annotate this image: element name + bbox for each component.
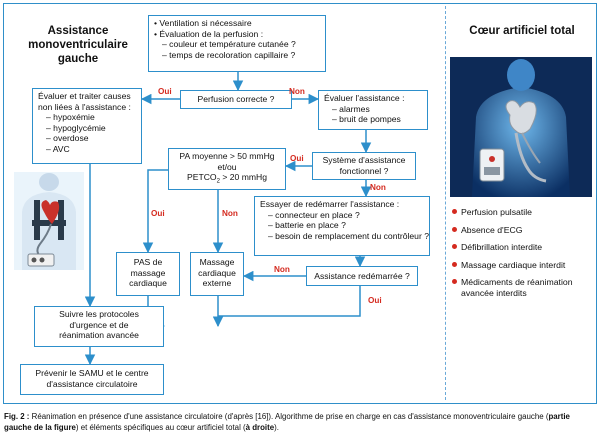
restart-item: – connecteur en place ?: [268, 209, 360, 220]
pam-line-2: et/ou: [217, 161, 237, 172]
external-line-2: cardiaque: [198, 267, 236, 278]
artificial-heart-features: Perfusion pulsatile Absence d'ECG Défibr…: [452, 207, 592, 306]
notify-samu-box: Prévenir le SAMU et le centre d'assistan…: [20, 364, 164, 395]
right-panel-title: Cœur artificiel total: [469, 25, 575, 37]
artificial-heart-illustration: [450, 57, 592, 197]
feature-item: Médicaments de réanimation avancée inter…: [452, 277, 592, 298]
pam-line-1: PA moyenne > 50 mmHg: [179, 151, 275, 161]
figure-frame: [3, 3, 597, 404]
system-line-2: fonctionnel ?: [339, 165, 389, 176]
blood-pressure-box: PA moyenne > 50 mmHg et/ou PETCO2 > 20 m…: [168, 148, 286, 190]
cause-item: – overdose: [46, 133, 89, 144]
caption-bold-2: à droite: [245, 423, 275, 432]
no-massage-line-2: massage: [130, 267, 166, 278]
label-non-system: Non: [370, 183, 386, 192]
flowchart-connectors: [84, 72, 372, 366]
causes-line-1: Évaluer et traiter causes: [38, 91, 131, 101]
restarted-text: Assistance redémarrée ?: [314, 271, 410, 281]
restart-assistance-box: Essayer de redémarrer l'assistance : – c…: [254, 196, 430, 256]
samu-line-1: Prévenir le SAMU et le centre: [35, 368, 149, 378]
label-non-pam: Non: [222, 209, 238, 218]
evaluate-assistance-box: Évaluer l'assistance : – alarmes – bruit…: [318, 90, 428, 130]
perfusion-question-text: Perfusion correcte ?: [197, 94, 275, 104]
label-oui-perfusion: Oui: [158, 87, 172, 96]
restart-item: – besoin de remplacement du contrôleur ?: [268, 230, 429, 241]
evaluate-line-1: Évaluer l'assistance :: [324, 93, 405, 103]
external-line-3: externe: [202, 278, 232, 289]
non-assist-causes-box: Évaluer et traiter causes non liées à l'…: [32, 88, 142, 164]
feature-item: Perfusion pulsatile: [452, 207, 592, 218]
no-massage-box: PAS de massage cardiaque: [116, 252, 180, 296]
label-oui-pam: Oui: [151, 209, 165, 218]
label-non-restarted: Non: [274, 265, 290, 274]
no-massage-line-1: PAS de: [133, 257, 163, 267]
cause-item: – hypoxémie: [46, 112, 95, 123]
external-line-1: Massage: [199, 257, 235, 267]
cause-item: – hypoglycémie: [46, 122, 106, 133]
samu-line-2: d'assistance circulatoire: [46, 378, 138, 389]
protocols-line-1: Suivre les protocoles: [59, 309, 139, 319]
restart-line-1: Essayer de redémarrer l'assistance :: [260, 199, 400, 209]
feature-item: Absence d'ECG: [452, 225, 592, 236]
cause-item: – AVC: [46, 143, 70, 154]
caption-fig-label: Fig. 2 :: [4, 412, 30, 421]
pam-line-3: PETCO2 > 20 mmHg: [187, 172, 267, 185]
perfusion-question-box: Perfusion correcte ?: [180, 90, 292, 109]
follow-protocols-box: Suivre les protocoles d'urgence et de ré…: [34, 306, 164, 347]
label-oui-restarted: Oui: [368, 296, 382, 305]
ventilation-text: Ventilation si nécessaire: [154, 18, 320, 29]
caption-text-3: ).: [274, 423, 279, 432]
panel-separator: [445, 6, 446, 400]
no-massage-line-3: cardiaque: [129, 278, 167, 289]
label-oui-system: Oui: [290, 154, 304, 163]
ventilation-perfusion-box: Ventilation si nécessaire Évaluation de …: [148, 15, 326, 72]
capillary-refill-text: – temps de recoloration capillaire ?: [162, 49, 296, 60]
skin-color-text: – couleur et température cutanée ?: [162, 39, 296, 50]
causes-line-2: non liées à l'assistance :: [38, 101, 131, 112]
evaluate-item: – alarmes: [332, 103, 370, 114]
label-non-perfusion: Non: [289, 87, 305, 96]
external-massage-box: Massage cardiaque externe: [190, 252, 244, 296]
system-line-1: Système d'assistance: [322, 155, 406, 165]
figure-caption: Fig. 2 : Réanimation en présence d'une a…: [4, 411, 596, 433]
arrow-pam-oui: [142, 169, 168, 254]
feature-item: Défibrillation interdite: [452, 242, 592, 253]
lvad-illustration: [14, 172, 84, 270]
protocols-line-3: réanimation avancée: [59, 330, 139, 341]
evaluate-item: – bruit de pompes: [332, 114, 401, 125]
caption-bold-1: partie gauche de la figure: [4, 412, 570, 432]
assistance-restarted-box: Assistance redémarrée ?: [306, 266, 418, 286]
caption-text-1: Réanimation en présence d'une assistance…: [29, 412, 549, 421]
restart-item: – batterie en place ?: [268, 220, 346, 231]
feature-item: Massage cardiaque interdit: [452, 260, 592, 271]
protocols-line-2: d'urgence et de: [69, 319, 129, 330]
caption-text-2: ) et éléments spécifiques au cœur artifi…: [75, 423, 246, 432]
left-panel-title: Assistance monoventriculaire gauche: [28, 25, 128, 65]
system-functional-box: Système d'assistance fonctionnel ?: [312, 152, 416, 180]
arrow-restarted-oui-line: [218, 286, 361, 317]
perfusion-eval-text: Évaluation de la perfusion :: [154, 29, 320, 40]
